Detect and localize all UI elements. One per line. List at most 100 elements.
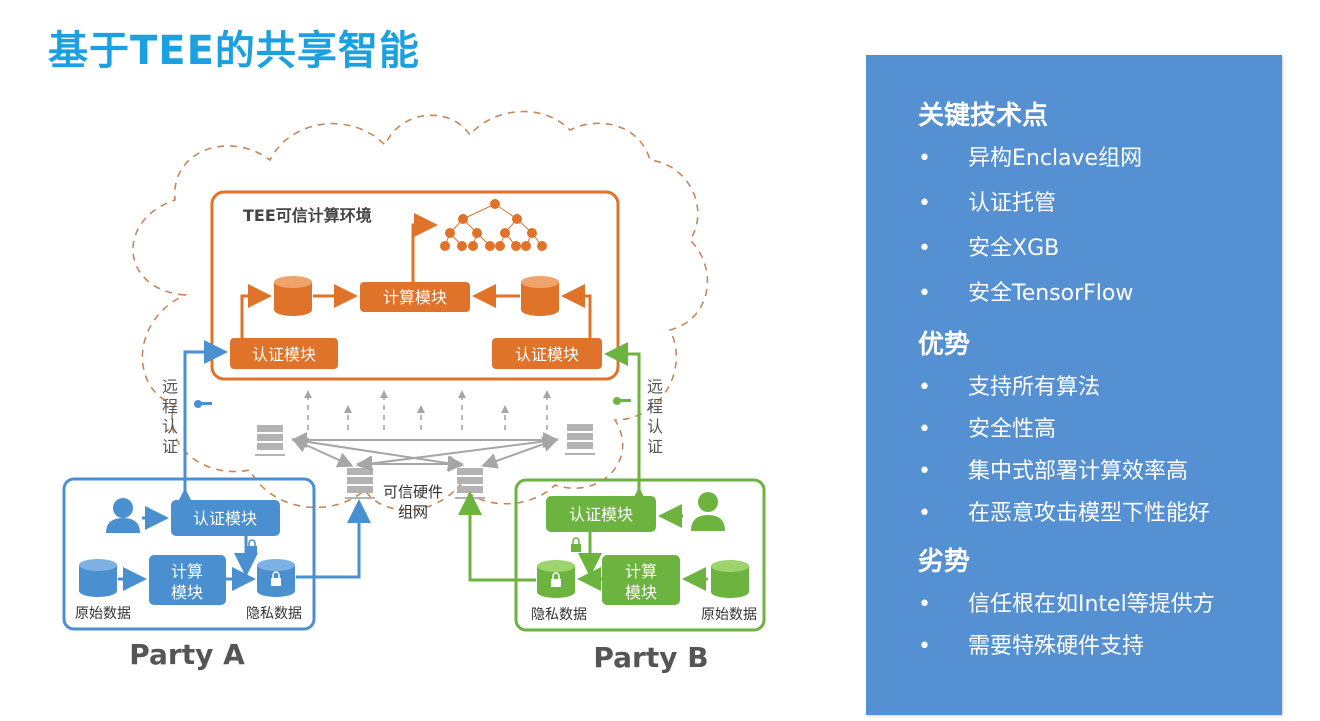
summary-panel: 关键技术点 • 异构Enclave组网 • 认证托管 • 安全XGB • 安全TensorFlo…: [866, 55, 1282, 715]
tree-node: [458, 214, 468, 224]
panel-list-item-text: 支持所有算法: [968, 375, 1101, 400]
tee-compute-module-label: 计算模块: [383, 288, 447, 307]
bullet-icon: •: [918, 146, 931, 171]
panel-section-heading: 关键技术点: [918, 101, 1049, 131]
dashed-up-arrowhead: [417, 405, 425, 413]
tee-auth-module-right: [492, 338, 602, 369]
party-a-compute-label-2: 模块: [171, 583, 203, 602]
party-b-compute-label-2: 模块: [625, 583, 657, 602]
bullet-icon: •: [918, 459, 931, 484]
party-b-raw-data-icon: [711, 560, 749, 598]
tree-node: [445, 228, 455, 238]
bullet-icon: •: [918, 191, 931, 216]
party-a-box: [62, 477, 316, 631]
party-a-private-data-icon: [257, 559, 295, 597]
bullet-icon: •: [918, 236, 931, 261]
party-b-compute-module: [602, 555, 680, 605]
panel-list-item-text: 异构Enclave组网: [968, 146, 1143, 171]
remote-attestation-char: 证: [162, 437, 178, 456]
tree-node: [495, 241, 505, 251]
key-icon-green: [613, 397, 631, 405]
panel-list-item: • 在恶意攻击模型下性能好: [918, 495, 1210, 527]
panel-list-item-text: 需要特殊硬件支持: [968, 634, 1145, 659]
panel-list-item-text: 认证托管: [968, 191, 1057, 216]
tree-node: [468, 241, 478, 251]
panel-list-item: • 安全TensorFlow: [918, 275, 1133, 307]
tree-node: [457, 241, 467, 251]
panel-section-heading: 劣势: [918, 547, 971, 577]
panel-list-item: • 认证托管: [918, 185, 1056, 217]
party-a-auth-module: [171, 500, 280, 536]
party-a-compute-module: [149, 555, 226, 605]
tree-node: [485, 241, 495, 251]
key-icon-blue: [194, 400, 212, 408]
party-b-compute-label-1: 计算: [625, 562, 657, 581]
party-b-name: Party B: [593, 641, 708, 674]
party-b-flow-arrows: [458, 491, 708, 591]
party-b-raw-data-label: 原始数据: [701, 607, 757, 623]
panel-list-item: • 支持所有算法: [918, 369, 1100, 401]
party-b-auth-module: [546, 496, 656, 532]
remote-attestation-char: 认: [162, 417, 178, 436]
remote-attestation-char: 认: [647, 417, 663, 436]
party-a-compute-label-1: 计算: [171, 562, 203, 581]
dashed-up-arrowhead: [344, 405, 352, 413]
remote-attestation-char: 程: [162, 397, 178, 416]
party-b-private-data-icon: [537, 560, 575, 598]
tree-node: [472, 228, 482, 238]
panel-list-item-text: 安全性高: [968, 417, 1057, 442]
remote-attestation-char: 远: [162, 377, 178, 396]
hardware-to-tee-arrows: [304, 390, 551, 430]
party-a-raw-data-label: 原始数据: [75, 606, 131, 622]
dashed-up-arrowhead: [304, 390, 312, 398]
party-a-lock-icon: [247, 539, 257, 554]
cloud-outline: [132, 110, 709, 511]
panel-list-item: • 安全XGB: [918, 230, 1059, 262]
tee-auth-module-left: [230, 338, 338, 369]
party-b-user-icon: [691, 492, 725, 531]
bullet-icon: •: [918, 375, 931, 400]
panel-list-item-text: 信任根在如Intel等提供方: [968, 592, 1215, 617]
page-title: 基于TEE的共享智能: [48, 28, 420, 74]
tee-compute-module: [360, 282, 470, 312]
panel-list-item-text: 安全XGB: [968, 236, 1060, 261]
server-icon: [255, 425, 285, 456]
party-a-auth-module-label: 认证模块: [193, 509, 257, 528]
party-a-user-icon: [106, 498, 140, 533]
party-b-box: [514, 478, 766, 632]
panel-list-item-text: 集中式部署计算效率高: [968, 459, 1189, 484]
panel-section-heading: 优势: [918, 330, 971, 360]
party-a-flow-arrows: [118, 499, 371, 591]
party-a-private-data-label: 隐私数据: [246, 606, 302, 622]
dashed-up-arrowhead: [543, 390, 551, 398]
tree-node: [527, 228, 537, 238]
tee-database-right-icon: [521, 276, 559, 316]
tee-architecture-diagram: TEE可信计算环境 计算模块 认证模块 认证模块 可信硬件 组网: [62, 110, 766, 674]
party-b-auth-module-label: 认证模块: [569, 505, 633, 524]
server-icon: [565, 424, 595, 455]
party-a-name: Party A: [129, 638, 245, 671]
trusted-hardware-network-label-2: 组网: [398, 503, 428, 521]
remote-attestation-char: 程: [647, 397, 663, 416]
panel-list-item-text: 安全TensorFlow: [968, 281, 1134, 306]
tree-node: [440, 241, 450, 251]
tree-node: [521, 241, 531, 251]
panel-list-item: •安全性高: [918, 411, 1056, 443]
remote-attestation-link-b: [604, 342, 651, 511]
party-b-private-data-label: 隐私数据: [531, 607, 587, 623]
bullet-icon: •: [918, 501, 931, 526]
tee-auth-module-right-label: 认证模块: [515, 345, 579, 364]
party-b-lock-icon: [571, 537, 581, 552]
hardware-network-links: [291, 432, 559, 472]
bullet-icon: •: [918, 281, 931, 306]
remote-attestation-char: 远: [647, 377, 663, 396]
panel-list-item: • 集中式部署计算效率高: [918, 453, 1188, 485]
tee-auth-module-left-label: 认证模块: [252, 345, 316, 364]
remote-attestation-link-a: [173, 340, 228, 512]
panel-list-item-text: 在恶意攻击模型下性能好: [968, 501, 1211, 526]
panel-list-item: • 需要特殊硬件支持: [918, 628, 1144, 660]
bullet-icon: •: [918, 634, 931, 659]
dashed-up-arrowhead: [458, 390, 466, 398]
